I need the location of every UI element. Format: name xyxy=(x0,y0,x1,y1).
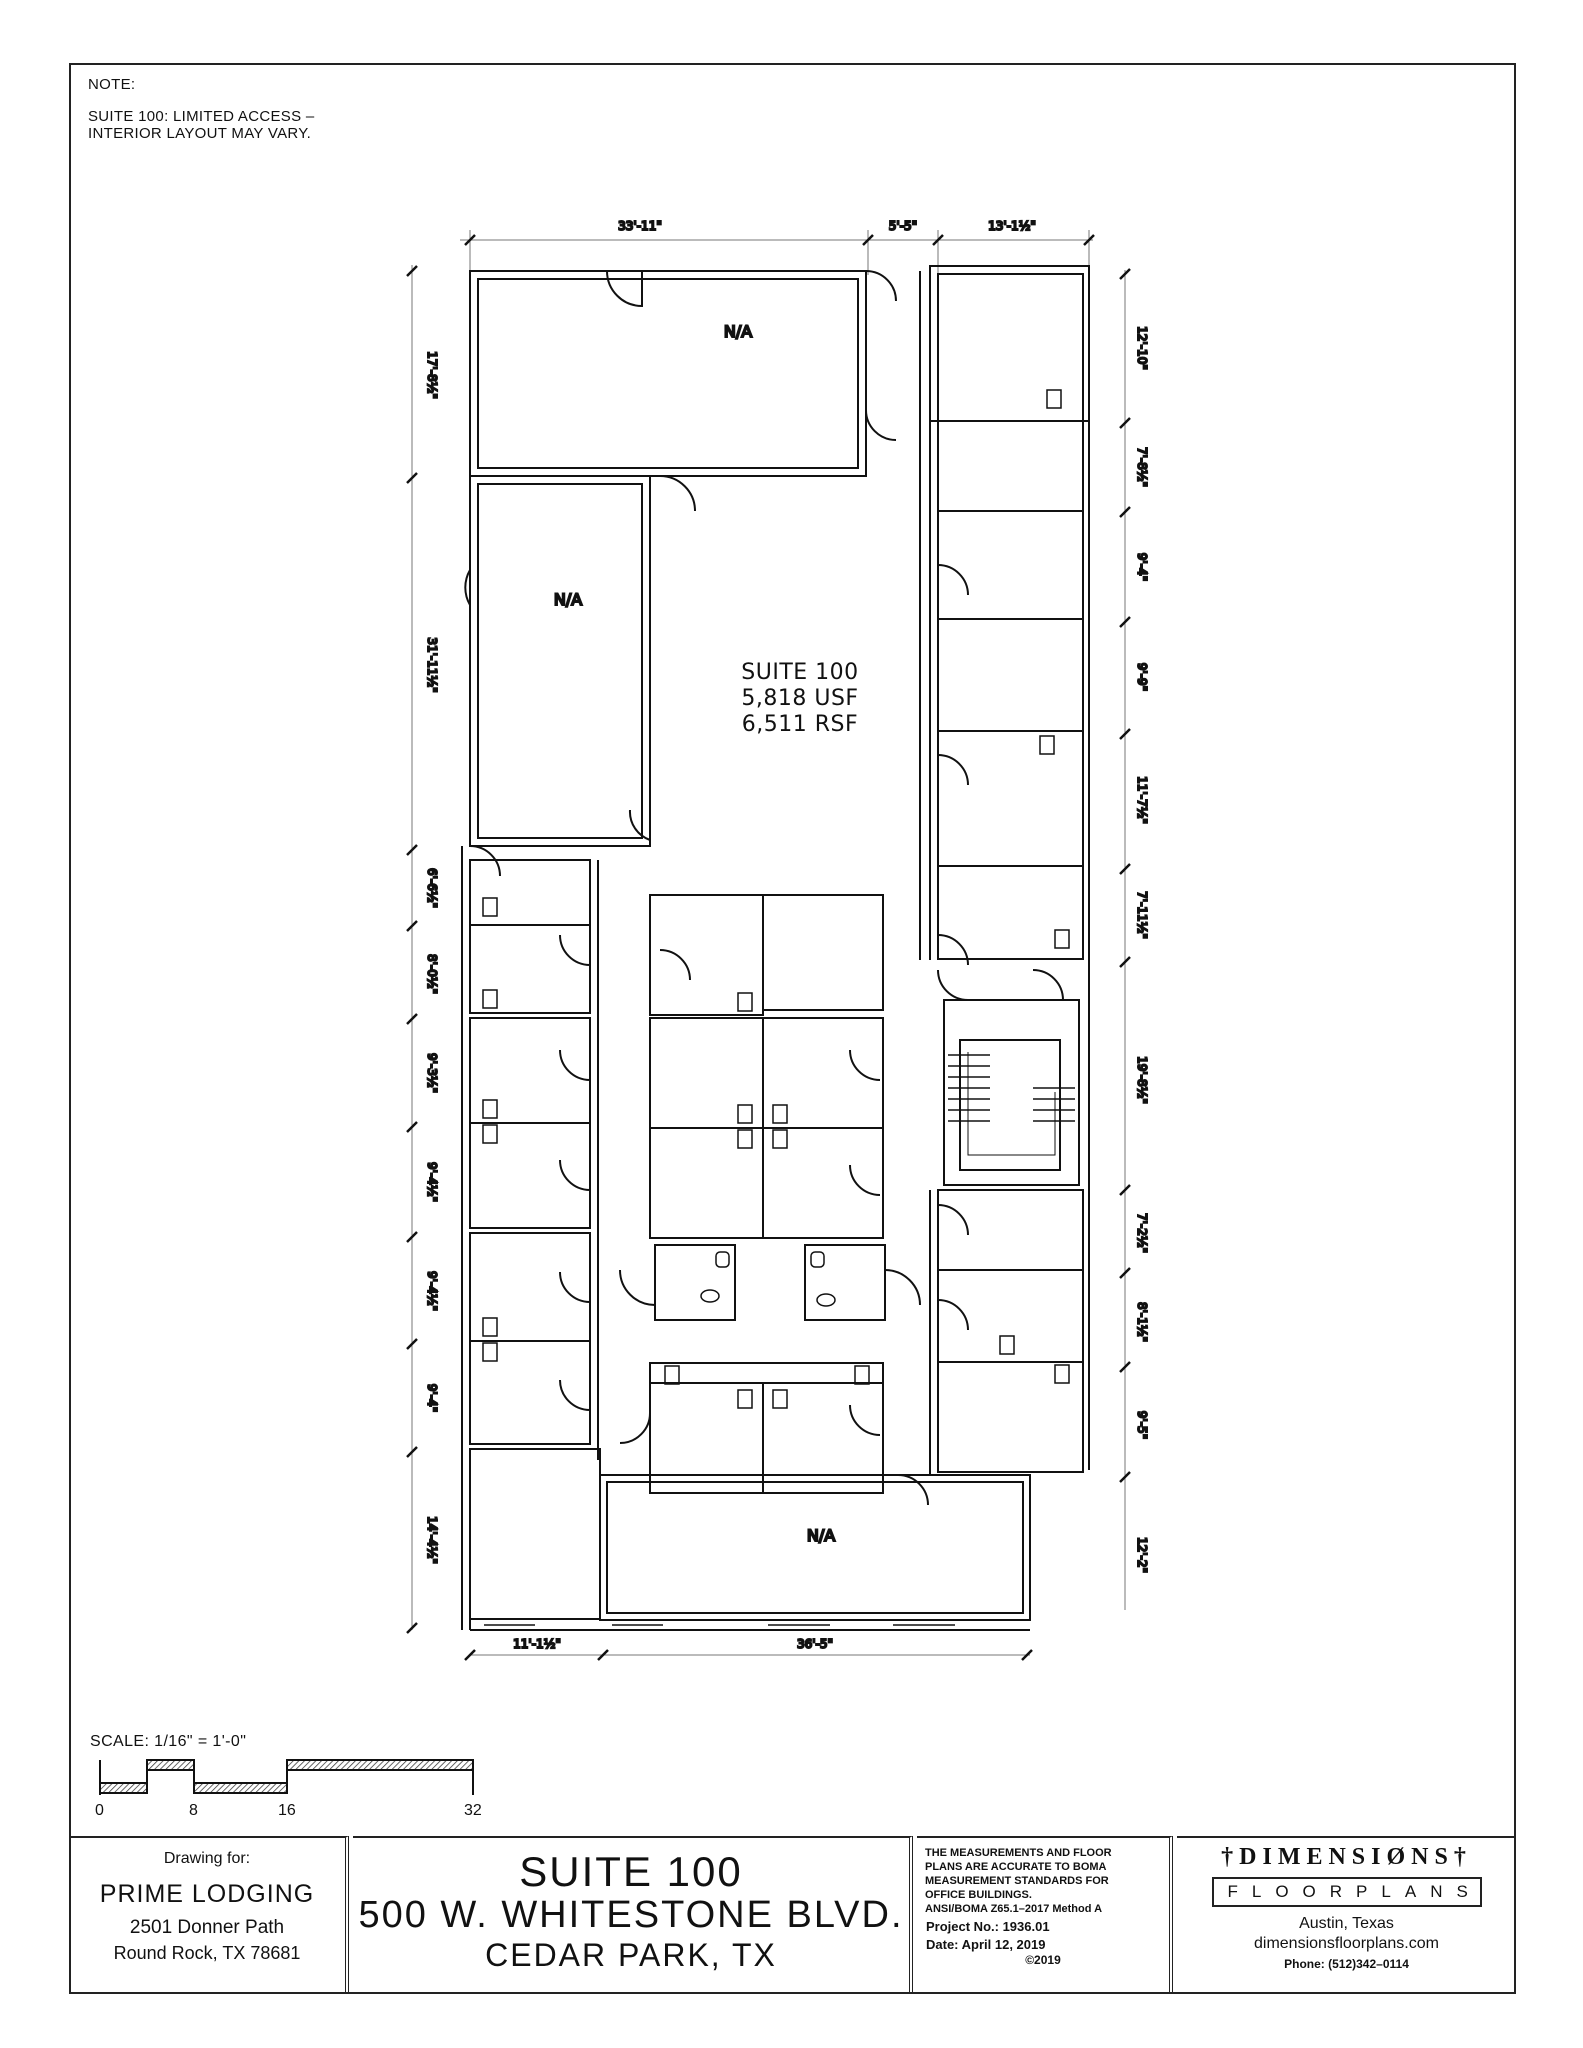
room-label-top-na: N/A xyxy=(724,322,752,341)
stair-treads xyxy=(948,1052,1075,1156)
drawing-sheet-border xyxy=(69,63,1516,1994)
dim-bottom-1: 11'-1½" xyxy=(513,1637,561,1651)
client-caption: Drawing for: xyxy=(163,1850,251,1867)
dim-left-4: 8'-0½" xyxy=(425,954,439,994)
toilet-fixtures xyxy=(700,1251,836,1307)
scale-tick-0: 0 xyxy=(95,1802,104,1819)
dim-right-2: 7'-8½" xyxy=(1135,447,1149,487)
disclaimer-line-2: PLANS ARE ACCURATE TO BOMA xyxy=(925,1861,1107,1873)
dim-right-11: 12'-2" xyxy=(1135,1537,1149,1573)
disclaimer-line-3: MEASUREMENT STANDARDS FOR xyxy=(925,1875,1109,1887)
dim-left-7: 9'-4½" xyxy=(425,1271,439,1311)
dimension-lines xyxy=(411,230,1126,1656)
copyright: ©2019 xyxy=(1025,1953,1061,1967)
standard-line: ANSI/BOMA Z65.1–2017 Method A xyxy=(925,1903,1103,1915)
suite-area-label: SUITE 100 5,818 USF 6,511 RSF xyxy=(700,660,900,738)
right-dimension-texts: 12'-10" 7'-8½" 9'-4" 9'-9" 11'-7½" 7'-11… xyxy=(1134,325,1150,1574)
note-line-2: INTERIOR LAYOUT MAY VARY. xyxy=(88,125,312,142)
firm-logo-subtitle: FLOORPLANS xyxy=(1211,1877,1482,1907)
firm-phone: Phone: (512)342–0114 xyxy=(1284,1957,1409,1971)
scale-tick-8: 8 xyxy=(189,1802,198,1819)
title-block-firm: †DIMENSIØNS† FLOORPLANS Austin, Texas di… xyxy=(1177,1836,1516,1994)
sink-fixtures xyxy=(482,389,1070,1409)
firm-logo-wordmark: †DIMENSIØNS† xyxy=(1221,1844,1472,1870)
disclaimer: THE MEASUREMENTS AND FLOOR PLANS ARE ACC… xyxy=(925,1846,1169,1916)
disclaimer-line-1: THE MEASUREMENTS AND FLOOR xyxy=(925,1847,1112,1859)
dim-left-1: 17'-8½" xyxy=(425,351,439,399)
scale-bar xyxy=(99,1759,474,1795)
dim-right-6: 7'-11½" xyxy=(1135,891,1149,939)
dim-left-3: 6'-6½" xyxy=(425,868,439,908)
dimension-ticks xyxy=(406,234,1131,1661)
dim-top-3: 13'-1½" xyxy=(988,219,1036,233)
dim-top-2: 5'-5" xyxy=(889,219,917,233)
dim-left-9: 14'-4½" xyxy=(425,1516,439,1564)
dim-right-7: 19'-8½" xyxy=(1135,1056,1149,1104)
title-block-project: SUITE 100 500 W. WHITESTONE BLVD. CEDAR … xyxy=(353,1836,913,1994)
title-block-client: Drawing for: PRIME LODGING 2501 Donner P… xyxy=(69,1836,349,1994)
suite-name: SUITE 100 xyxy=(741,660,859,685)
disclaimer-line-4: OFFICE BUILDINGS. xyxy=(925,1889,1032,1901)
scale-tick-16: 16 xyxy=(278,1802,296,1819)
dim-bottom-2: 36'-5" xyxy=(797,1637,833,1651)
dim-left-5: 9'-3½" xyxy=(425,1053,439,1093)
dim-right-1: 12'-10" xyxy=(1135,326,1149,370)
dim-left-8: 9'-4" xyxy=(425,1384,439,1412)
client-name: PRIME LODGING xyxy=(99,1880,315,1908)
suite-rsf: 6,511 RSF xyxy=(741,712,859,737)
client-address-2: Round Rock, TX 78681 xyxy=(113,1943,301,1963)
dim-right-9: 8'-1½" xyxy=(1135,1302,1149,1342)
door-swings xyxy=(464,270,1064,1506)
note-block: NOTE: SUITE 100: LIMITED ACCESS – INTERI… xyxy=(88,76,315,142)
dim-right-3: 9'-4" xyxy=(1135,553,1149,581)
dim-left-6: 9'-4½" xyxy=(425,1162,439,1202)
walls xyxy=(461,265,1090,1631)
firm-website[interactable]: dimensionsfloorplans.com xyxy=(1254,1935,1439,1952)
project-date: Date: April 12, 2019 xyxy=(926,1937,1046,1952)
dim-left-2: 31'-11½" xyxy=(425,637,439,692)
scale-tick-32: 32 xyxy=(464,1802,482,1819)
project-street: 500 W. WHITESTONE BLVD. xyxy=(358,1894,904,1936)
scale-label: SCALE: 1/16" = 1'-0" xyxy=(90,1733,247,1750)
dim-top-1: 33'-11" xyxy=(618,219,662,233)
dim-right-10: 9'-5" xyxy=(1135,1411,1149,1439)
project-number: Project No.: 1936.01 xyxy=(926,1919,1050,1934)
room-label-left-na: N/A xyxy=(554,590,582,609)
room-label-bottom-na: N/A xyxy=(807,1526,835,1545)
dim-right-4: 9'-9" xyxy=(1135,663,1149,691)
project-city: CEDAR PARK, TX xyxy=(485,1937,777,1973)
dim-right-8: 7'-2½" xyxy=(1135,1213,1149,1253)
left-dimension-texts: 17'-8½" 31'-11½" 6'-6½" 8'-0½" 9'-3½" 9'… xyxy=(424,350,440,1565)
dim-right-5: 11'-7½" xyxy=(1135,776,1149,824)
title-block-info: THE MEASUREMENTS AND FLOOR PLANS ARE ACC… xyxy=(917,1836,1173,1994)
project-suite: SUITE 100 xyxy=(519,1848,743,1895)
client-address-1: 2501 Donner Path xyxy=(129,1917,285,1938)
suite-usf: 5,818 USF xyxy=(741,686,859,711)
firm-city: Austin, Texas xyxy=(1299,1915,1394,1932)
note-line-1: SUITE 100: LIMITED ACCESS – xyxy=(88,108,315,125)
note-heading: NOTE: xyxy=(88,76,136,93)
